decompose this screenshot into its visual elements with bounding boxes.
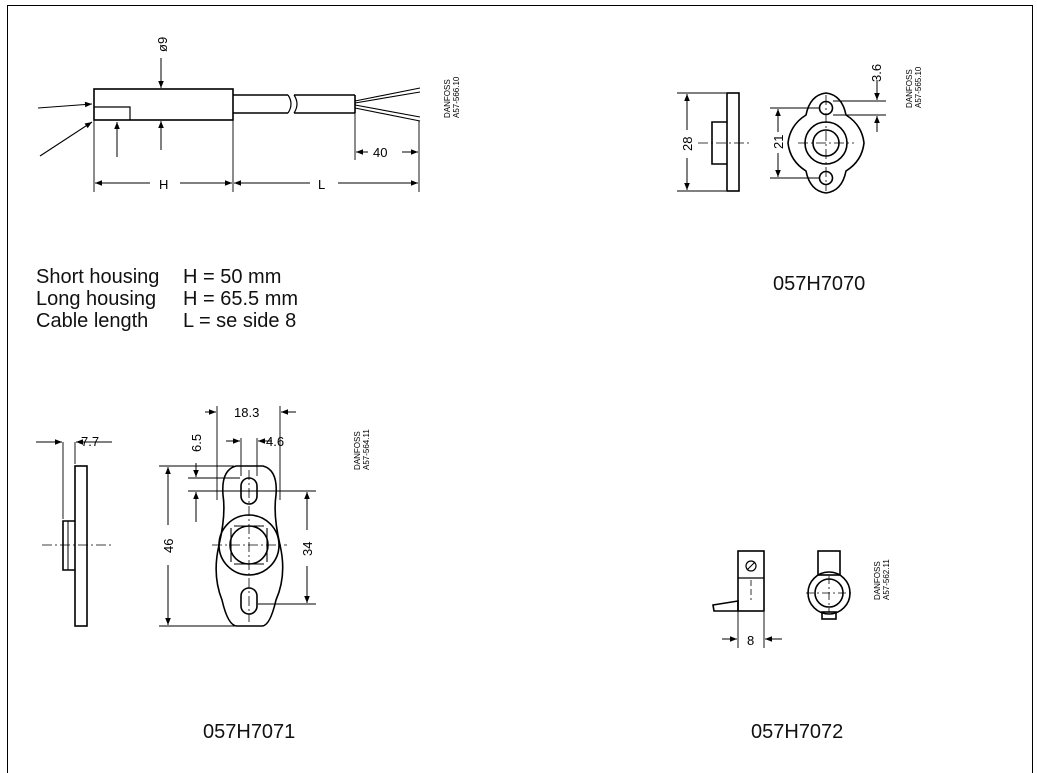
bracket-7070-outline xyxy=(787,92,865,194)
sheet-border xyxy=(7,5,1033,773)
housing-specs: Short housing H = 50 mm Long housing H =… xyxy=(36,266,298,332)
cable-wires xyxy=(354,87,421,122)
drawing-ref-4: A57-562.11 xyxy=(882,559,891,600)
bracket-7071-labels: 7.7 18.3 4.6 6.5 46 34 DANFOSS A57-564.1… xyxy=(81,405,371,556)
spec-value: H = 50 mm xyxy=(183,266,282,288)
dim-label-L: L xyxy=(318,177,325,192)
sensor-cable-drawing xyxy=(37,58,421,192)
housing-notch xyxy=(94,106,131,120)
dim-4-6: 4.6 xyxy=(266,434,284,449)
bracket-7071-side-boss xyxy=(62,520,75,571)
bracket-7071-drawing xyxy=(36,406,316,627)
dim-label-H: H xyxy=(159,177,168,192)
dim-34: 34 xyxy=(300,542,315,556)
spec-value: H = 65.5 mm xyxy=(183,288,299,310)
bracket-7070-labels: 28 21 3.6 DANFOSS A57-565.10 xyxy=(680,64,923,151)
spec-label: Short housing xyxy=(36,266,160,288)
spec-row-long-housing: Long housing H = 65.5 mm xyxy=(36,288,298,310)
danfoss-mark-1: DANFOSS xyxy=(443,79,452,118)
dim-7-7: 7.7 xyxy=(81,434,99,449)
bracket-7071-outline xyxy=(215,465,284,627)
bracket-7070-drawing xyxy=(677,80,886,194)
danfoss-mark-3: DANFOSS xyxy=(353,431,362,470)
dim-6-5: 6.5 xyxy=(189,434,204,452)
part-number-7071: 057H7071 xyxy=(203,721,296,743)
spec-row-cable-length: Cable length L = se side 8 xyxy=(36,310,298,332)
drawing-ref-1: A57-566.10 xyxy=(452,76,461,118)
bracket-side-plate xyxy=(726,92,740,192)
sensor-cable-labels: ø9 H L 40 DANFOSS A57-566.10 xyxy=(155,37,461,192)
clamp-front-top xyxy=(817,550,841,576)
cable-segment-2 xyxy=(294,94,356,114)
dim-21: 21 xyxy=(771,135,786,149)
dim-28: 28 xyxy=(680,137,695,151)
cable-break xyxy=(287,94,298,114)
bracket-7071-side-plate xyxy=(74,465,88,627)
part-number-7072: 057H7072 xyxy=(751,721,844,743)
part-number-7070: 057H7070 xyxy=(773,273,866,295)
dim-diameter-9: ø9 xyxy=(155,37,170,52)
spec-label: Long housing xyxy=(36,288,157,310)
clamp-side-lip xyxy=(712,600,739,612)
spec-label: Cable length xyxy=(36,310,149,332)
spec-row-short-housing: Short housing H = 50 mm xyxy=(36,266,298,288)
dim-8: 8 xyxy=(747,633,754,648)
clamp-7072-labels: 8 DANFOSS A57-562.11 xyxy=(747,559,891,648)
dim-40: 40 xyxy=(373,145,387,160)
insert-arrow-horizontal xyxy=(37,101,93,109)
danfoss-mark-2: DANFOSS xyxy=(905,69,914,108)
spec-value: L = se side 8 xyxy=(183,310,297,332)
clamp-screw-head xyxy=(745,560,757,572)
cable-segment-1 xyxy=(233,94,288,114)
dim-18-3: 18.3 xyxy=(234,405,259,420)
sensor-housing xyxy=(93,88,234,121)
drawing-ref-3: A57-564.11 xyxy=(362,429,371,470)
dim-3-6: 3.6 xyxy=(869,64,884,82)
clamp-7072-drawing xyxy=(712,550,852,648)
danfoss-mark-4: DANFOSS xyxy=(873,561,882,600)
dim-46: 46 xyxy=(161,539,176,553)
drawing-ref-2: A57-565.10 xyxy=(914,66,923,108)
clamp-side-body xyxy=(737,550,765,612)
insert-arrow-diagonal xyxy=(39,121,93,157)
